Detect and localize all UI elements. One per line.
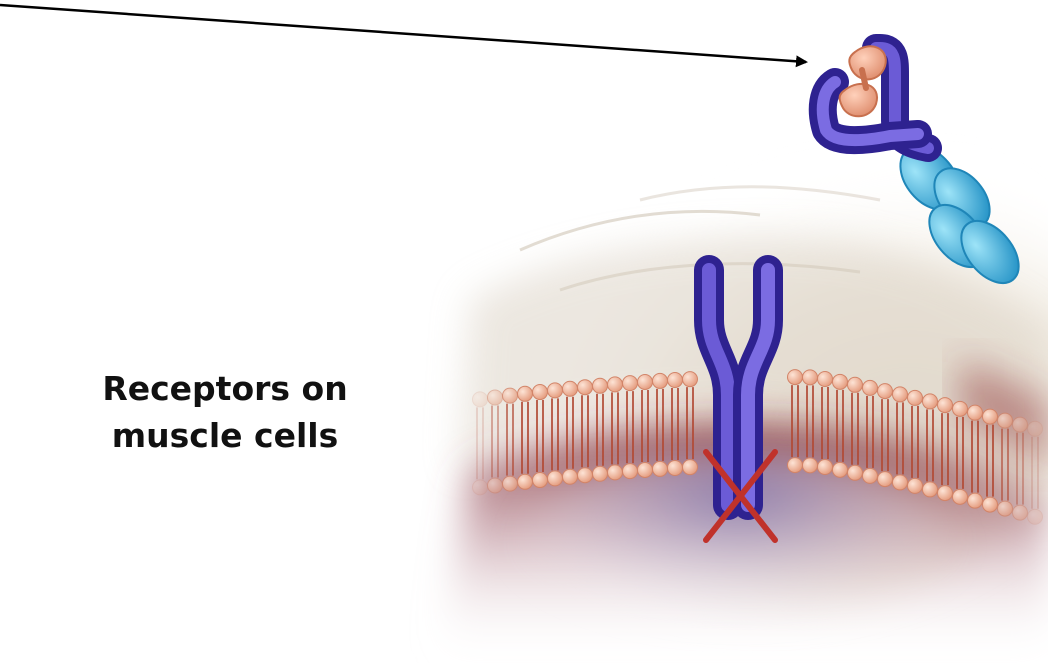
lipid-head — [548, 383, 563, 398]
caption-line-1: Receptors on — [60, 365, 390, 412]
lipid-head — [848, 465, 863, 480]
lipid-head — [818, 371, 833, 386]
lipid-head — [863, 468, 878, 483]
caption-receptors-on-muscle-cells: Receptors on muscle cells — [60, 365, 390, 459]
lipid-head — [623, 376, 638, 391]
lipid-head — [653, 373, 668, 388]
lipid-head — [833, 462, 848, 477]
lipid-head — [833, 374, 848, 389]
lipid-head — [788, 458, 803, 473]
lipid-head — [968, 493, 983, 508]
lipid-head — [503, 476, 518, 491]
lipid-head — [593, 466, 608, 481]
lipid-head — [908, 478, 923, 493]
lipid-head — [473, 480, 488, 495]
lipid-head — [608, 377, 623, 392]
lipid-head — [638, 462, 653, 477]
lipid-head — [473, 392, 488, 407]
lipid-head — [518, 386, 533, 401]
lipid-head — [1013, 417, 1028, 432]
lipid-head — [533, 473, 548, 488]
lipid-head — [953, 401, 968, 416]
lipid-head — [488, 478, 503, 493]
lipid-head — [608, 465, 623, 480]
lipid-head — [668, 460, 683, 475]
lipid-head — [488, 390, 503, 405]
lipid-head — [923, 482, 938, 497]
lipid-head — [623, 464, 638, 479]
lipid-head — [803, 370, 818, 385]
lipid-head — [533, 385, 548, 400]
lipid-head — [953, 489, 968, 504]
lipid-head — [983, 497, 998, 512]
lipid-head — [893, 475, 908, 490]
lipid-head — [503, 388, 518, 403]
lipid-head — [653, 461, 668, 476]
lipid-head — [983, 409, 998, 424]
lipid-head — [563, 469, 578, 484]
lipid-head — [548, 471, 563, 486]
lipid-head — [1028, 509, 1043, 524]
lipid-head — [938, 486, 953, 501]
lipid-head — [878, 472, 893, 487]
lipid-head — [578, 468, 593, 483]
lipid-head — [593, 378, 608, 393]
lipid-head — [683, 460, 698, 475]
lipid-head — [908, 390, 923, 405]
lipid-head — [998, 501, 1013, 516]
pointer-arrow — [0, 5, 806, 62]
lipid-head — [923, 394, 938, 409]
lipid-head — [938, 398, 953, 413]
lipid-head — [848, 377, 863, 392]
lipid-head — [968, 405, 983, 420]
lipid-head — [578, 380, 593, 395]
lipid-head — [878, 384, 893, 399]
lipid-head — [563, 381, 578, 396]
lipid-head — [683, 372, 698, 387]
lipid-head — [788, 370, 803, 385]
lipid-head — [863, 380, 878, 395]
lipid-head — [893, 387, 908, 402]
lipid-head — [818, 459, 833, 474]
caption-line-2: muscle cells — [60, 412, 390, 459]
lipid-head — [518, 474, 533, 489]
lipid-head — [1028, 421, 1043, 436]
lipid-head — [998, 413, 1013, 428]
lipid-head — [803, 458, 818, 473]
lipid-head — [1013, 505, 1028, 520]
lipid-head — [638, 374, 653, 389]
lipid-head — [668, 372, 683, 387]
